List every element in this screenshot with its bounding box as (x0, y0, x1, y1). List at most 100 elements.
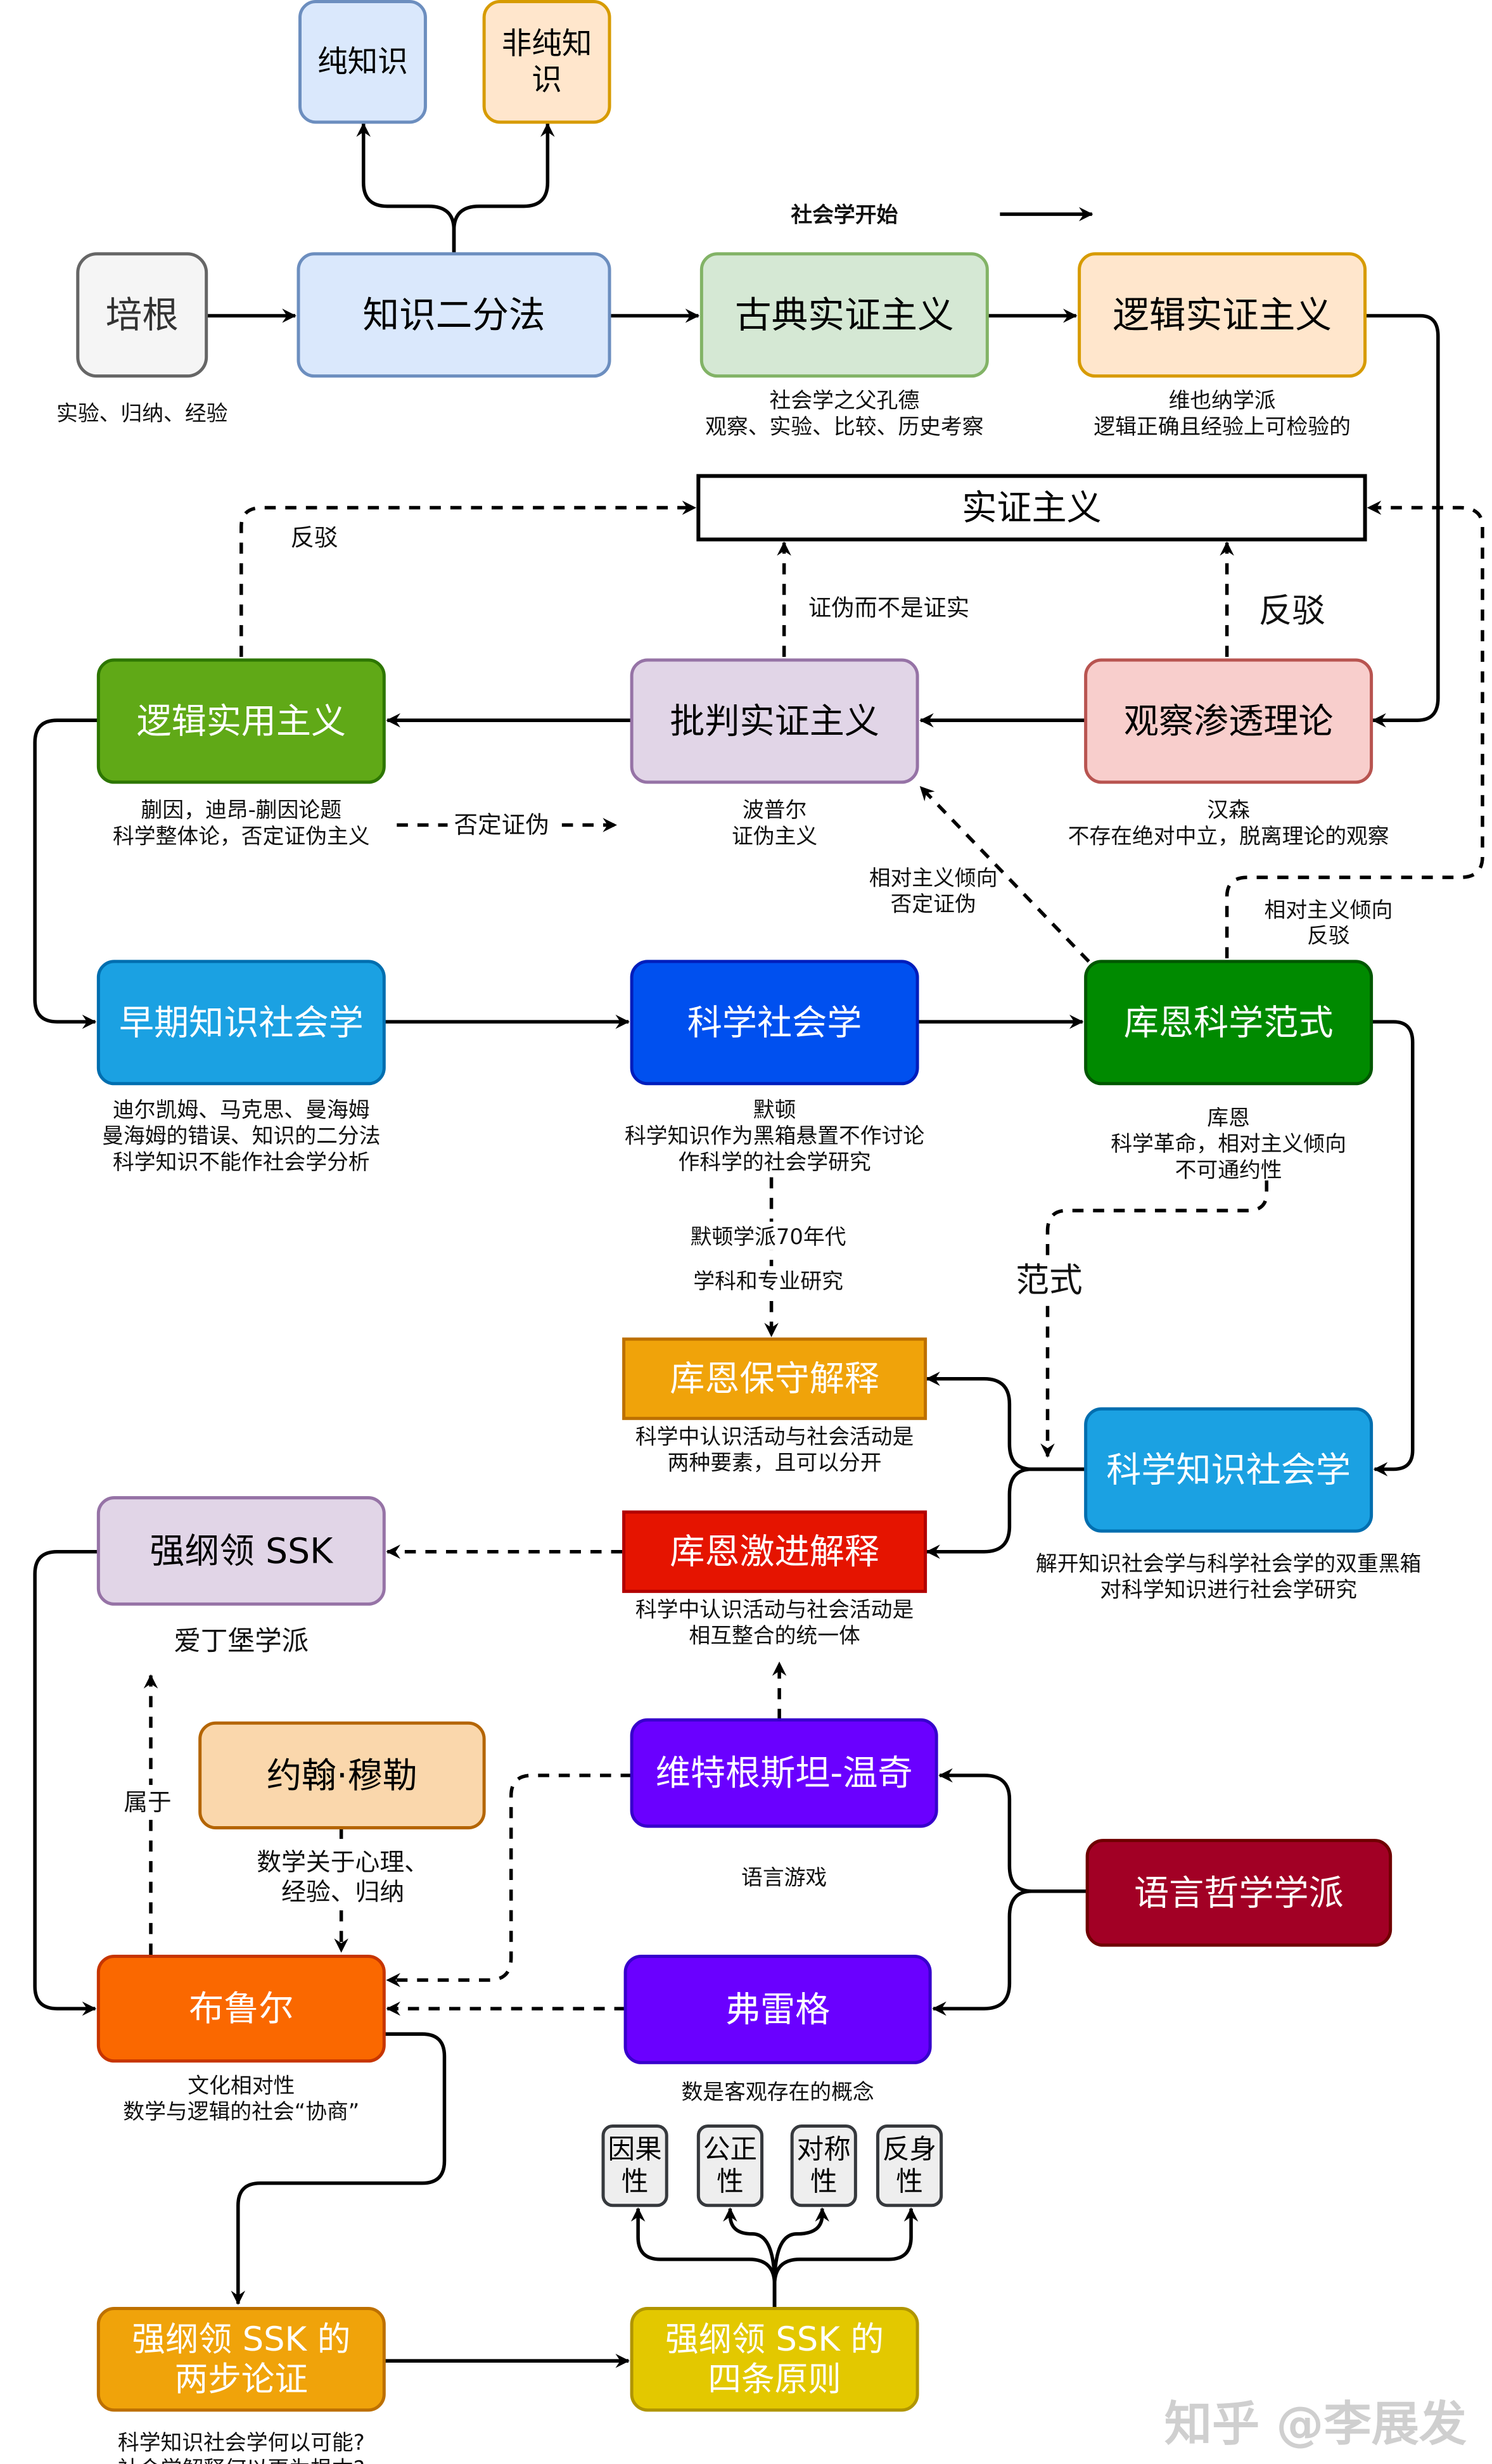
node-caption: 爱丁堡学派 (174, 1625, 309, 1657)
label-discipline-research: 学科和专业研究 (693, 1269, 843, 1293)
node-label: 对称性 (797, 2134, 851, 2198)
edge-four-symmetry (772, 2207, 830, 2308)
node-box (96, 2307, 386, 2412)
node-label: 强纲领 SSK (150, 1530, 334, 1571)
node-box (1078, 252, 1367, 378)
node-label: 约翰·穆勒 (267, 1755, 418, 1796)
node-box (96, 1496, 386, 1606)
edge-dichotomy-impure (452, 122, 555, 253)
node-label: 因果性 (608, 2134, 662, 2198)
node-caption: 汉森不存在绝对中立，脱离理论的观察 (1068, 797, 1389, 848)
node-box (76, 252, 208, 378)
node-label: 非纯知识 (502, 27, 592, 98)
node-box (96, 1954, 386, 2063)
node-caption: 科学知识社会学何以可能?社会学解释何以更为根本? (118, 2430, 365, 2464)
node-label: 科学知识社会学 (1106, 1450, 1351, 1490)
edge-langphil-witt (938, 1768, 1089, 1893)
node-pure: 纯知识 (298, 0, 427, 124)
edge-kuhn-positivism (1225, 500, 1484, 958)
node-caption: 实验、归纳、经验 (56, 401, 227, 426)
label-negate-falsify: 否定证伪 (454, 811, 549, 839)
node-box (630, 960, 919, 1086)
node-label: 科学社会学 (687, 1002, 862, 1043)
node-box (296, 252, 611, 378)
node-caption: 解开知识社会学与科学社会学的双重黑箱对科学知识进行社会学研究 (1036, 1551, 1421, 1602)
node-label: 反身性 (883, 2134, 936, 2198)
node-box (622, 1510, 928, 1593)
node-label: 强纲领 SSK 的两步论证 (132, 2320, 350, 2399)
node-caption: 库恩科学革命，相对主义倾向不可通约性 (1111, 1105, 1346, 1183)
node-caption: 科学中认识活动与社会活动是两种要素，且可以分开 (635, 1424, 914, 1475)
node-box (601, 2124, 668, 2207)
edge-labels: 社会学开始 反驳 证伪而不是证实 反驳 否定证伪 相对主义倾向否定证伪 相对主义… (111, 203, 1393, 1910)
node-caption: 维也纳学派逻辑正确且经验上可检验的 (1093, 388, 1351, 439)
node-lang-phil: 语言哲学学派 (1085, 1839, 1393, 1947)
label-relativism-negate: 相对主义倾向否定证伪 (869, 866, 998, 917)
edge-witt-bloor (386, 1774, 632, 1988)
node-box (96, 658, 386, 784)
label-belongs-to: 属于 (124, 1788, 171, 1816)
node-label: 古典实证主义 (735, 294, 954, 336)
node-caption: 文化相对性数学与逻辑的社会“协商” (123, 2073, 359, 2124)
node-label: 弗雷格 (725, 1989, 830, 2029)
node-impure: 非纯知识 (482, 0, 611, 124)
node-box (198, 1721, 486, 1830)
node-caption: 波普尔证伪主义 (732, 797, 817, 848)
node-caption: 科学中认识活动与社会活动是相互整合的统一体 (635, 1597, 914, 1648)
node-four-principles: 强纲领 SSK 的四条原则 (630, 2307, 919, 2412)
label-sociology-start: 社会学开始 (791, 203, 898, 227)
node-box (1085, 1839, 1393, 1947)
node-box (630, 658, 919, 784)
edges (33, 122, 1484, 2368)
node-caption: 迪尔凯姆、马克思、曼海姆曼海姆的错误、知识的二分法科学知识不能作社会学分析 (102, 1097, 380, 1174)
node-box (696, 2124, 764, 2207)
node-positivism: 实证主义 (696, 474, 1367, 542)
node-strong: 强纲领 SSK 爱丁堡学派 (96, 1496, 386, 1657)
edge-kuhn-paradigm-ssk (1040, 1180, 1269, 1458)
label-merton-70s: 默顿学派70年代 (691, 1224, 846, 1249)
edge-kuhn-ssk (1371, 1020, 1415, 1476)
node-box (622, 1337, 928, 1420)
edge-four-reflexivity (772, 2207, 919, 2308)
node-caption: 语言游戏 (741, 1865, 827, 1890)
edge-ssk-kuhncons (926, 1371, 1086, 1471)
node-label: 知识二分法 (362, 294, 545, 336)
node-label: 逻辑实用主义 (136, 701, 346, 741)
node-box (1084, 960, 1374, 1086)
node-box (623, 1954, 932, 2064)
node-label: 维特根斯坦-温奇 (656, 1753, 913, 1793)
node-causality: 因果性 (601, 2124, 668, 2207)
node-label: 实证主义 (962, 488, 1101, 528)
node-box (482, 0, 611, 124)
node-label: 库恩激进解释 (670, 1532, 879, 1572)
node-label: 早期知识社会学 (119, 1002, 364, 1043)
label-paradigm: 范式 (1016, 1261, 1082, 1300)
node-box (699, 252, 989, 378)
label-refute-right: 反驳 (1259, 592, 1325, 630)
node-caption: 默顿科学知识作为黑箱悬置不作讨论作科学的社会学研究 (625, 1097, 924, 1174)
node-box (1084, 1407, 1374, 1533)
label-mill-math: 数学关于心理、经验、归纳 (257, 1848, 429, 1907)
node-label: 强纲领 SSK 的四条原则 (665, 2320, 884, 2399)
watermark: 知乎 @李展发 (1164, 2396, 1467, 2451)
edge-dichotomy-pure (356, 122, 456, 253)
label-refute-left: 反驳 (290, 524, 338, 552)
node-reflexivity: 反身性 (876, 2124, 943, 2207)
node-box (696, 474, 1367, 542)
